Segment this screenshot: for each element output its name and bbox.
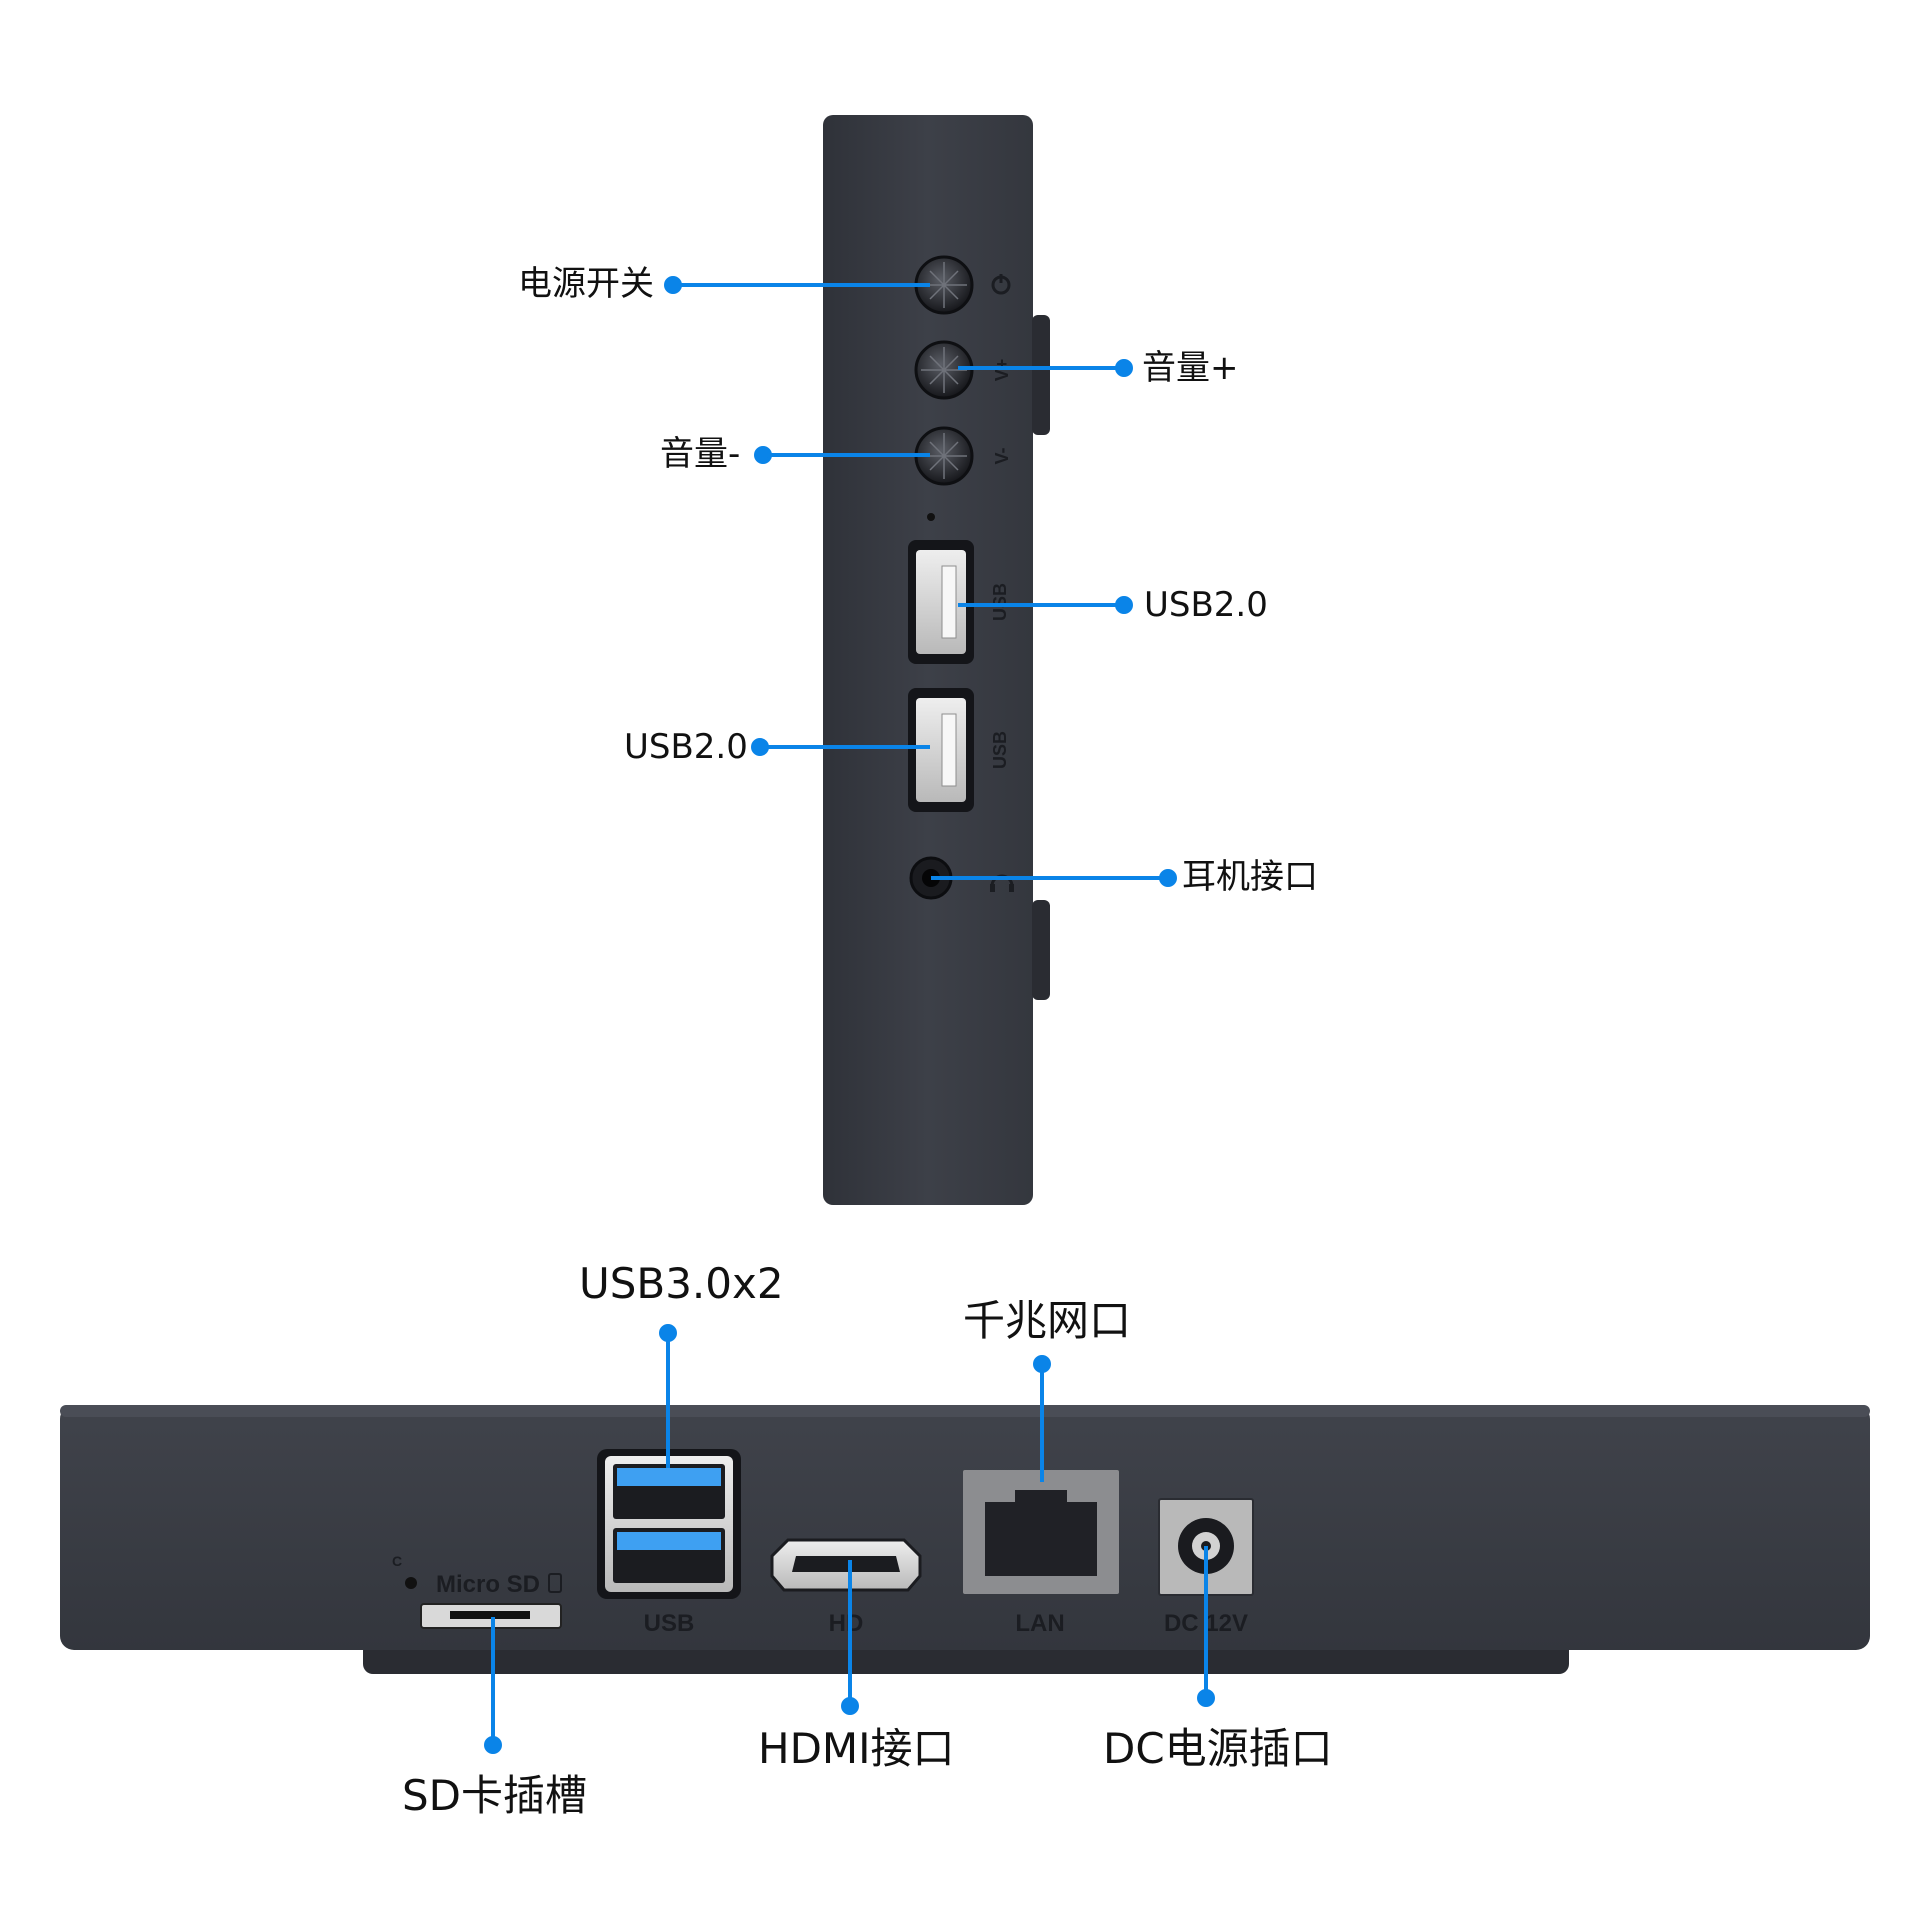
power-button[interactable] xyxy=(914,255,974,315)
vol-down-mark: V- xyxy=(992,447,1012,464)
callout-lines xyxy=(484,276,1215,1754)
volume-up-button[interactable] xyxy=(914,340,974,400)
side-bump-lower xyxy=(1032,900,1050,1000)
side-bump-upper xyxy=(1032,315,1050,435)
usb3-ports[interactable] xyxy=(597,1449,741,1599)
label-usb3: USB3.0x2 xyxy=(579,1259,784,1308)
micro-sd-mark: Micro SD xyxy=(436,1571,540,1598)
usb-upper-mark: USB xyxy=(990,583,1010,621)
label-usb2-lower: USB2.0 xyxy=(624,727,748,767)
lan-port[interactable] xyxy=(963,1470,1119,1594)
label-sd-slot: SD卡插槽 xyxy=(402,1771,588,1820)
power-icon xyxy=(991,274,1011,295)
usb-back-mark: USB xyxy=(644,1610,695,1637)
label-headphone-jack: 耳机接口 xyxy=(1182,857,1318,897)
side-view-device: V+ V- USB USB xyxy=(823,115,1050,1205)
lan-mark: LAN xyxy=(1015,1610,1064,1637)
label-usb2-upper: USB2.0 xyxy=(1144,585,1268,625)
label-volume-down: 音量- xyxy=(660,434,741,474)
hdmi-port[interactable] xyxy=(770,1538,922,1592)
usb-lower-mark: USB xyxy=(990,731,1010,769)
c-mark: C xyxy=(392,1553,402,1569)
sd-indicator-dot xyxy=(405,1577,417,1589)
label-dc-power: DC电源插口 xyxy=(1103,1724,1333,1773)
label-volume-up: 音量+ xyxy=(1142,348,1239,388)
usb2-lower-port[interactable] xyxy=(908,688,974,812)
label-hdmi: HDMI接口 xyxy=(758,1724,955,1773)
label-power-switch: 电源开关 xyxy=(518,264,654,304)
label-gigabit-lan: 千兆网口 xyxy=(963,1296,1132,1345)
sd-card-icon xyxy=(548,1573,562,1593)
hd-mark: HD xyxy=(829,1610,864,1637)
back-view-device: C Micro SD USB HD xyxy=(60,1405,1870,1674)
usb2-upper-port[interactable] xyxy=(908,540,974,664)
indicator-dot xyxy=(927,513,935,521)
back-top-edge xyxy=(60,1405,1870,1417)
